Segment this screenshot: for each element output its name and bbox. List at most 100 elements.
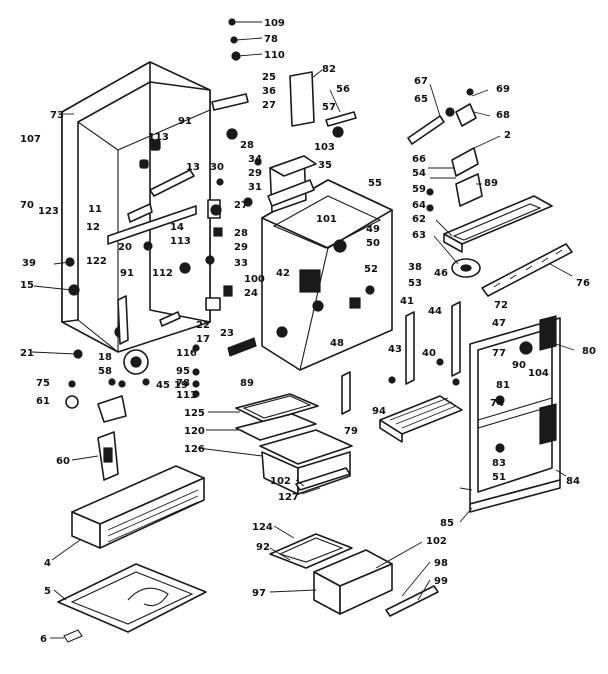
callout-122: 122 — [86, 256, 107, 267]
cabinet-shell — [61, 61, 211, 353]
callout-73: 73 — [50, 110, 64, 121]
callout-75: 75 — [36, 378, 50, 389]
toe-grille — [71, 465, 205, 549]
callout-64: 64 — [412, 200, 426, 211]
callout-70: 70 — [20, 200, 34, 211]
callout-35: 35 — [318, 160, 332, 171]
callout-113b: 113 — [170, 236, 191, 247]
callout-76: 76 — [576, 278, 590, 289]
callout-94: 94 — [372, 406, 386, 417]
callout-81: 81 — [496, 380, 510, 391]
callout-29b: 29 — [234, 242, 248, 253]
callout-63: 63 — [412, 230, 426, 241]
callout-83: 83 — [492, 458, 506, 469]
callout-99: 99 — [434, 576, 448, 587]
callout-59: 59 — [412, 184, 426, 195]
callout-55: 55 — [368, 178, 382, 189]
crisper-pan — [269, 533, 439, 617]
evaporator-housing — [261, 179, 393, 371]
callout-103: 103 — [314, 142, 335, 153]
callout-31: 31 — [248, 182, 262, 193]
callout-68: 68 — [496, 110, 510, 121]
callout-120: 120 — [184, 426, 205, 437]
shelf-94 — [379, 395, 463, 443]
callout-92: 92 — [256, 542, 270, 553]
callout-6: 6 — [40, 634, 47, 645]
callout-66: 66 — [412, 154, 426, 165]
callout-125: 125 — [184, 408, 205, 419]
callout-15: 15 — [20, 280, 34, 291]
callout-2: 2 — [504, 130, 511, 141]
callout-77: 77 — [492, 348, 506, 359]
callout-19: 19 — [174, 380, 188, 391]
callout-116: 116 — [176, 348, 197, 359]
callout-41: 41 — [400, 296, 414, 307]
callout-126a: 126 — [184, 444, 205, 455]
callout-20: 20 — [118, 242, 132, 253]
callout-82: 82 — [322, 64, 336, 75]
callout-5: 5 — [44, 586, 51, 597]
callout-123: 123 — [38, 206, 59, 217]
callout-107: 107 — [20, 134, 41, 145]
callout-46: 46 — [434, 268, 448, 279]
callout-27b: 27 — [234, 200, 248, 211]
callout-110: 110 — [264, 50, 285, 61]
callout-27: 27 — [262, 100, 276, 111]
callout-113a: 113 — [148, 132, 169, 143]
callout-79: 79 — [344, 426, 358, 437]
callout-56: 56 — [336, 84, 350, 95]
callout-50: 50 — [366, 238, 380, 249]
callout-11: 11 — [88, 204, 102, 215]
pan-126 — [259, 429, 353, 495]
control-parts — [407, 88, 573, 297]
callout-127: 127 — [278, 492, 299, 503]
callout-25: 25 — [262, 72, 276, 83]
callout-45: 45 — [156, 380, 170, 391]
callout-111: 111 — [176, 390, 197, 401]
callout-95: 95 — [176, 366, 190, 377]
callout-84: 84 — [566, 476, 580, 487]
callout-60: 60 — [56, 456, 70, 467]
callout-69: 69 — [496, 84, 510, 95]
callout-13: 13 — [186, 162, 200, 173]
shelf-assembly — [235, 393, 319, 441]
callout-58: 58 — [98, 366, 112, 377]
callout-89a: 89 — [484, 178, 498, 189]
callout-42: 42 — [276, 268, 290, 279]
callout-54: 54 — [412, 168, 426, 179]
door-frame — [469, 315, 561, 513]
callout-39: 39 — [22, 258, 36, 269]
callout-102a: 102 — [270, 476, 291, 487]
upper-hardware — [210, 18, 357, 216]
callout-34: 34 — [248, 154, 262, 165]
callout-124: 124 — [252, 522, 273, 533]
callout-49: 49 — [366, 224, 380, 235]
callout-53: 53 — [408, 278, 422, 289]
callout-29a: 29 — [248, 168, 262, 179]
callout-78b: 78 — [176, 378, 190, 389]
callout-23: 23 — [220, 328, 234, 339]
callout-85: 85 — [440, 518, 454, 529]
callout-labels: 109 78 110 82 56 57 25 36 27 28 67 65 69… — [20, 18, 596, 645]
callout-97: 97 — [252, 588, 266, 599]
callout-14: 14 — [170, 222, 184, 233]
callout-28b: 28 — [234, 228, 248, 239]
callout-18: 18 — [98, 352, 112, 363]
callout-78: 78 — [264, 34, 278, 45]
callout-38: 38 — [408, 262, 422, 273]
callout-47: 47 — [492, 318, 506, 329]
mullion-strips — [341, 301, 461, 415]
callout-98: 98 — [434, 558, 448, 569]
callout-90: 90 — [512, 360, 526, 371]
leader-lines — [31, 21, 575, 639]
callout-57: 57 — [322, 102, 336, 113]
callout-24: 24 — [244, 288, 258, 299]
callout-12: 12 — [86, 222, 100, 233]
callout-21: 21 — [20, 348, 34, 359]
callout-67: 67 — [414, 76, 428, 87]
callout-80a: 80 — [582, 346, 596, 357]
callout-4: 4 — [44, 558, 51, 569]
drain-pan — [57, 563, 207, 643]
callout-52: 52 — [364, 264, 378, 275]
callout-91b: 91 — [120, 268, 134, 279]
